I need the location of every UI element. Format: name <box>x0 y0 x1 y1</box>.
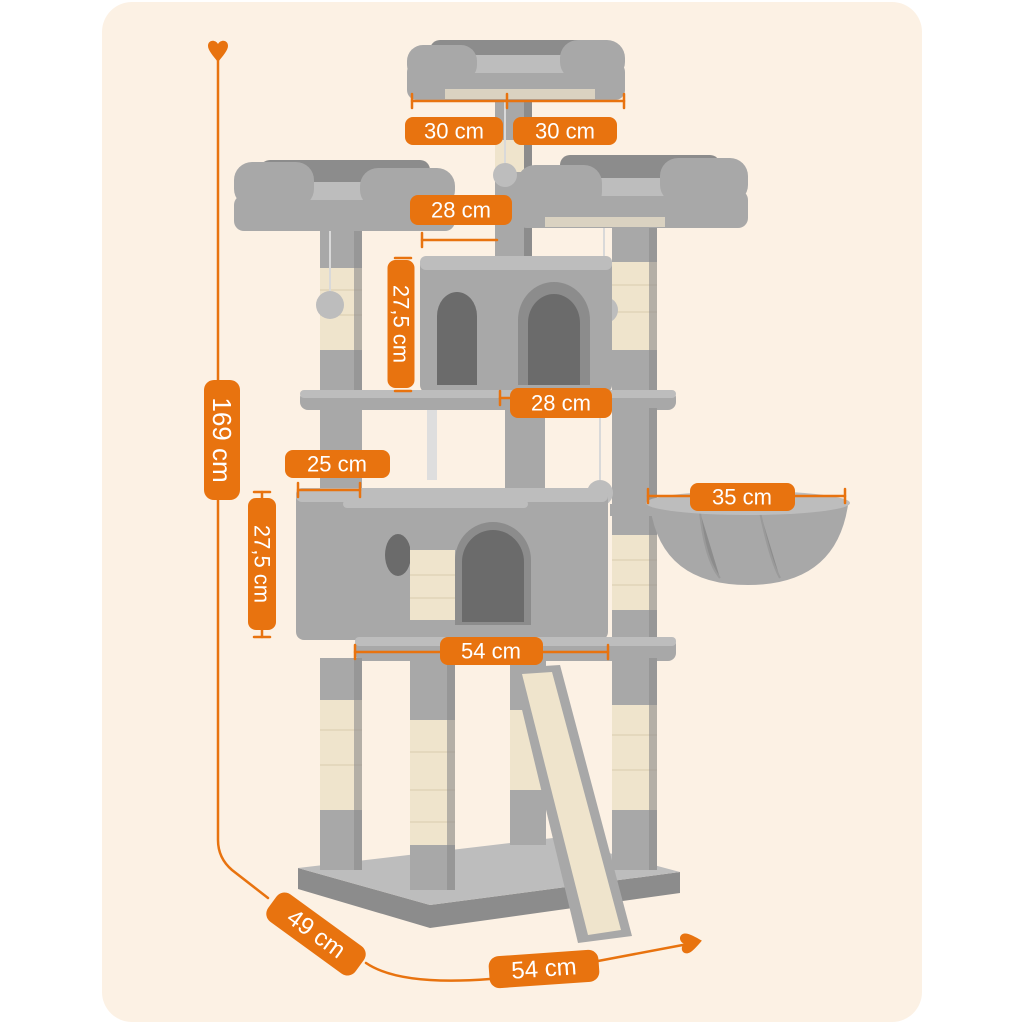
dim-label: 30 cm <box>535 119 595 144</box>
right-perch <box>517 155 748 228</box>
right-upper-post <box>612 222 657 400</box>
right-bottom-post <box>612 658 657 870</box>
dim-label: 27,5 cm <box>389 285 414 363</box>
dim-top-perch-right: 30 cm <box>505 92 626 145</box>
dim-middle-platform: 28 cm <box>498 388 612 418</box>
dim-total-height: 169 cm <box>204 40 270 900</box>
upper-condo-right-opening <box>528 294 580 385</box>
dim-base-width: 54 cm <box>364 933 702 989</box>
cat-tree <box>234 40 850 943</box>
dim-top-perch-left: 30 cm <box>405 92 508 145</box>
dim-label: 28 cm <box>431 198 491 223</box>
center-middle-post <box>505 408 545 493</box>
right-middle-post <box>612 408 657 643</box>
dim-upper-condo-height: 27,5 cm <box>387 256 415 393</box>
left-pompom-toy <box>316 231 344 319</box>
front-bottom-post <box>410 658 455 890</box>
lower-condo-shelf <box>343 500 528 522</box>
heart-arrowhead-icon <box>680 933 702 954</box>
dim-label: 54 cm <box>461 639 521 664</box>
upper-condo-left-opening <box>437 292 477 385</box>
dim-lower-condo-height: 27,5 cm <box>248 490 276 639</box>
dim-label: 28 cm <box>531 391 591 416</box>
dim-basket: 35 cm <box>646 483 847 511</box>
dimension-annotations: 30 cm 30 cm 28 cm 27,5 cm <box>204 40 847 989</box>
hanging-strap-toy <box>427 410 437 480</box>
middle-platform <box>300 390 676 410</box>
lower-condo-round-opening <box>385 534 411 576</box>
heart-arrowhead-icon <box>208 40 228 62</box>
left-perch <box>234 160 455 231</box>
dim-label: 27,5 cm <box>250 525 275 603</box>
dim-label: 169 cm <box>207 397 237 482</box>
dim-label: 54 cm <box>510 953 577 984</box>
scratching-ramp <box>512 665 632 943</box>
upper-condo <box>420 256 612 393</box>
dim-lower-shelf: 25 cm <box>285 450 390 499</box>
lower-condo-arch-opening <box>462 530 524 622</box>
lower-condo-front-post <box>410 522 455 642</box>
dim-label: 25 cm <box>307 452 367 477</box>
dim-label: 30 cm <box>424 119 484 144</box>
left-bottom-post <box>320 658 362 870</box>
dim-label: 35 cm <box>712 485 772 510</box>
top-pompom-toy <box>493 100 517 187</box>
top-perch <box>407 40 625 100</box>
dim-lower-platform: 54 cm <box>353 637 610 665</box>
dim-side-perch: 28 cm <box>410 195 512 249</box>
